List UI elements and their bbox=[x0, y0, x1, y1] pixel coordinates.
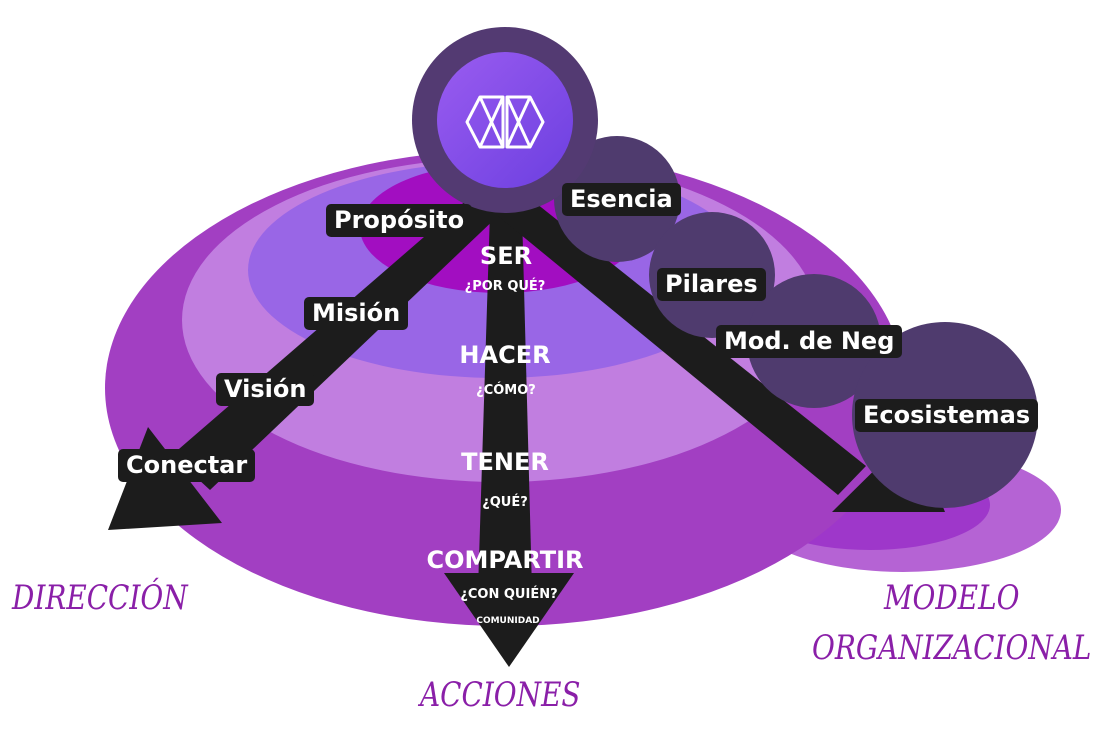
ring-compartir-note: COMUNIDAD bbox=[476, 616, 539, 626]
category-direccion: DIRECCIÓN bbox=[12, 578, 188, 618]
ring-ser-word: SER bbox=[480, 242, 532, 270]
ring-compartir-word: COMPARTIR bbox=[426, 546, 583, 574]
ring-tener-word: TENER bbox=[461, 448, 549, 476]
category-organizacional: ORGANIZACIONAL bbox=[812, 628, 1092, 668]
label-ecosistemas: Ecosistemas bbox=[855, 399, 1039, 432]
logo-badge bbox=[412, 27, 598, 213]
category-modelo: MODELO bbox=[884, 578, 1020, 618]
ring-tener-question: ¿QUÉ? bbox=[482, 494, 528, 510]
category-acciones: ACCIONES bbox=[420, 675, 581, 715]
label-pilares: Pilares bbox=[657, 268, 766, 301]
ring-compartir-question: ¿CON QUIÉN? bbox=[460, 586, 557, 602]
label-esencia: Esencia bbox=[562, 183, 681, 216]
label-conectar: Conectar bbox=[118, 449, 256, 482]
label-mision: Misión bbox=[304, 297, 409, 330]
label-vision: Visión bbox=[216, 373, 315, 406]
arrow-acciones bbox=[444, 212, 574, 667]
ring-hacer-question: ¿CÓMO? bbox=[476, 382, 536, 398]
interlocking-diamond-logo-icon bbox=[465, 95, 545, 149]
label-mod-negocio: Mod. de Neg bbox=[716, 325, 903, 358]
ring-hacer-word: HACER bbox=[459, 341, 550, 369]
label-proposito: Propósito bbox=[326, 204, 473, 237]
ring-ser-question: ¿POR QUÉ? bbox=[465, 278, 546, 294]
